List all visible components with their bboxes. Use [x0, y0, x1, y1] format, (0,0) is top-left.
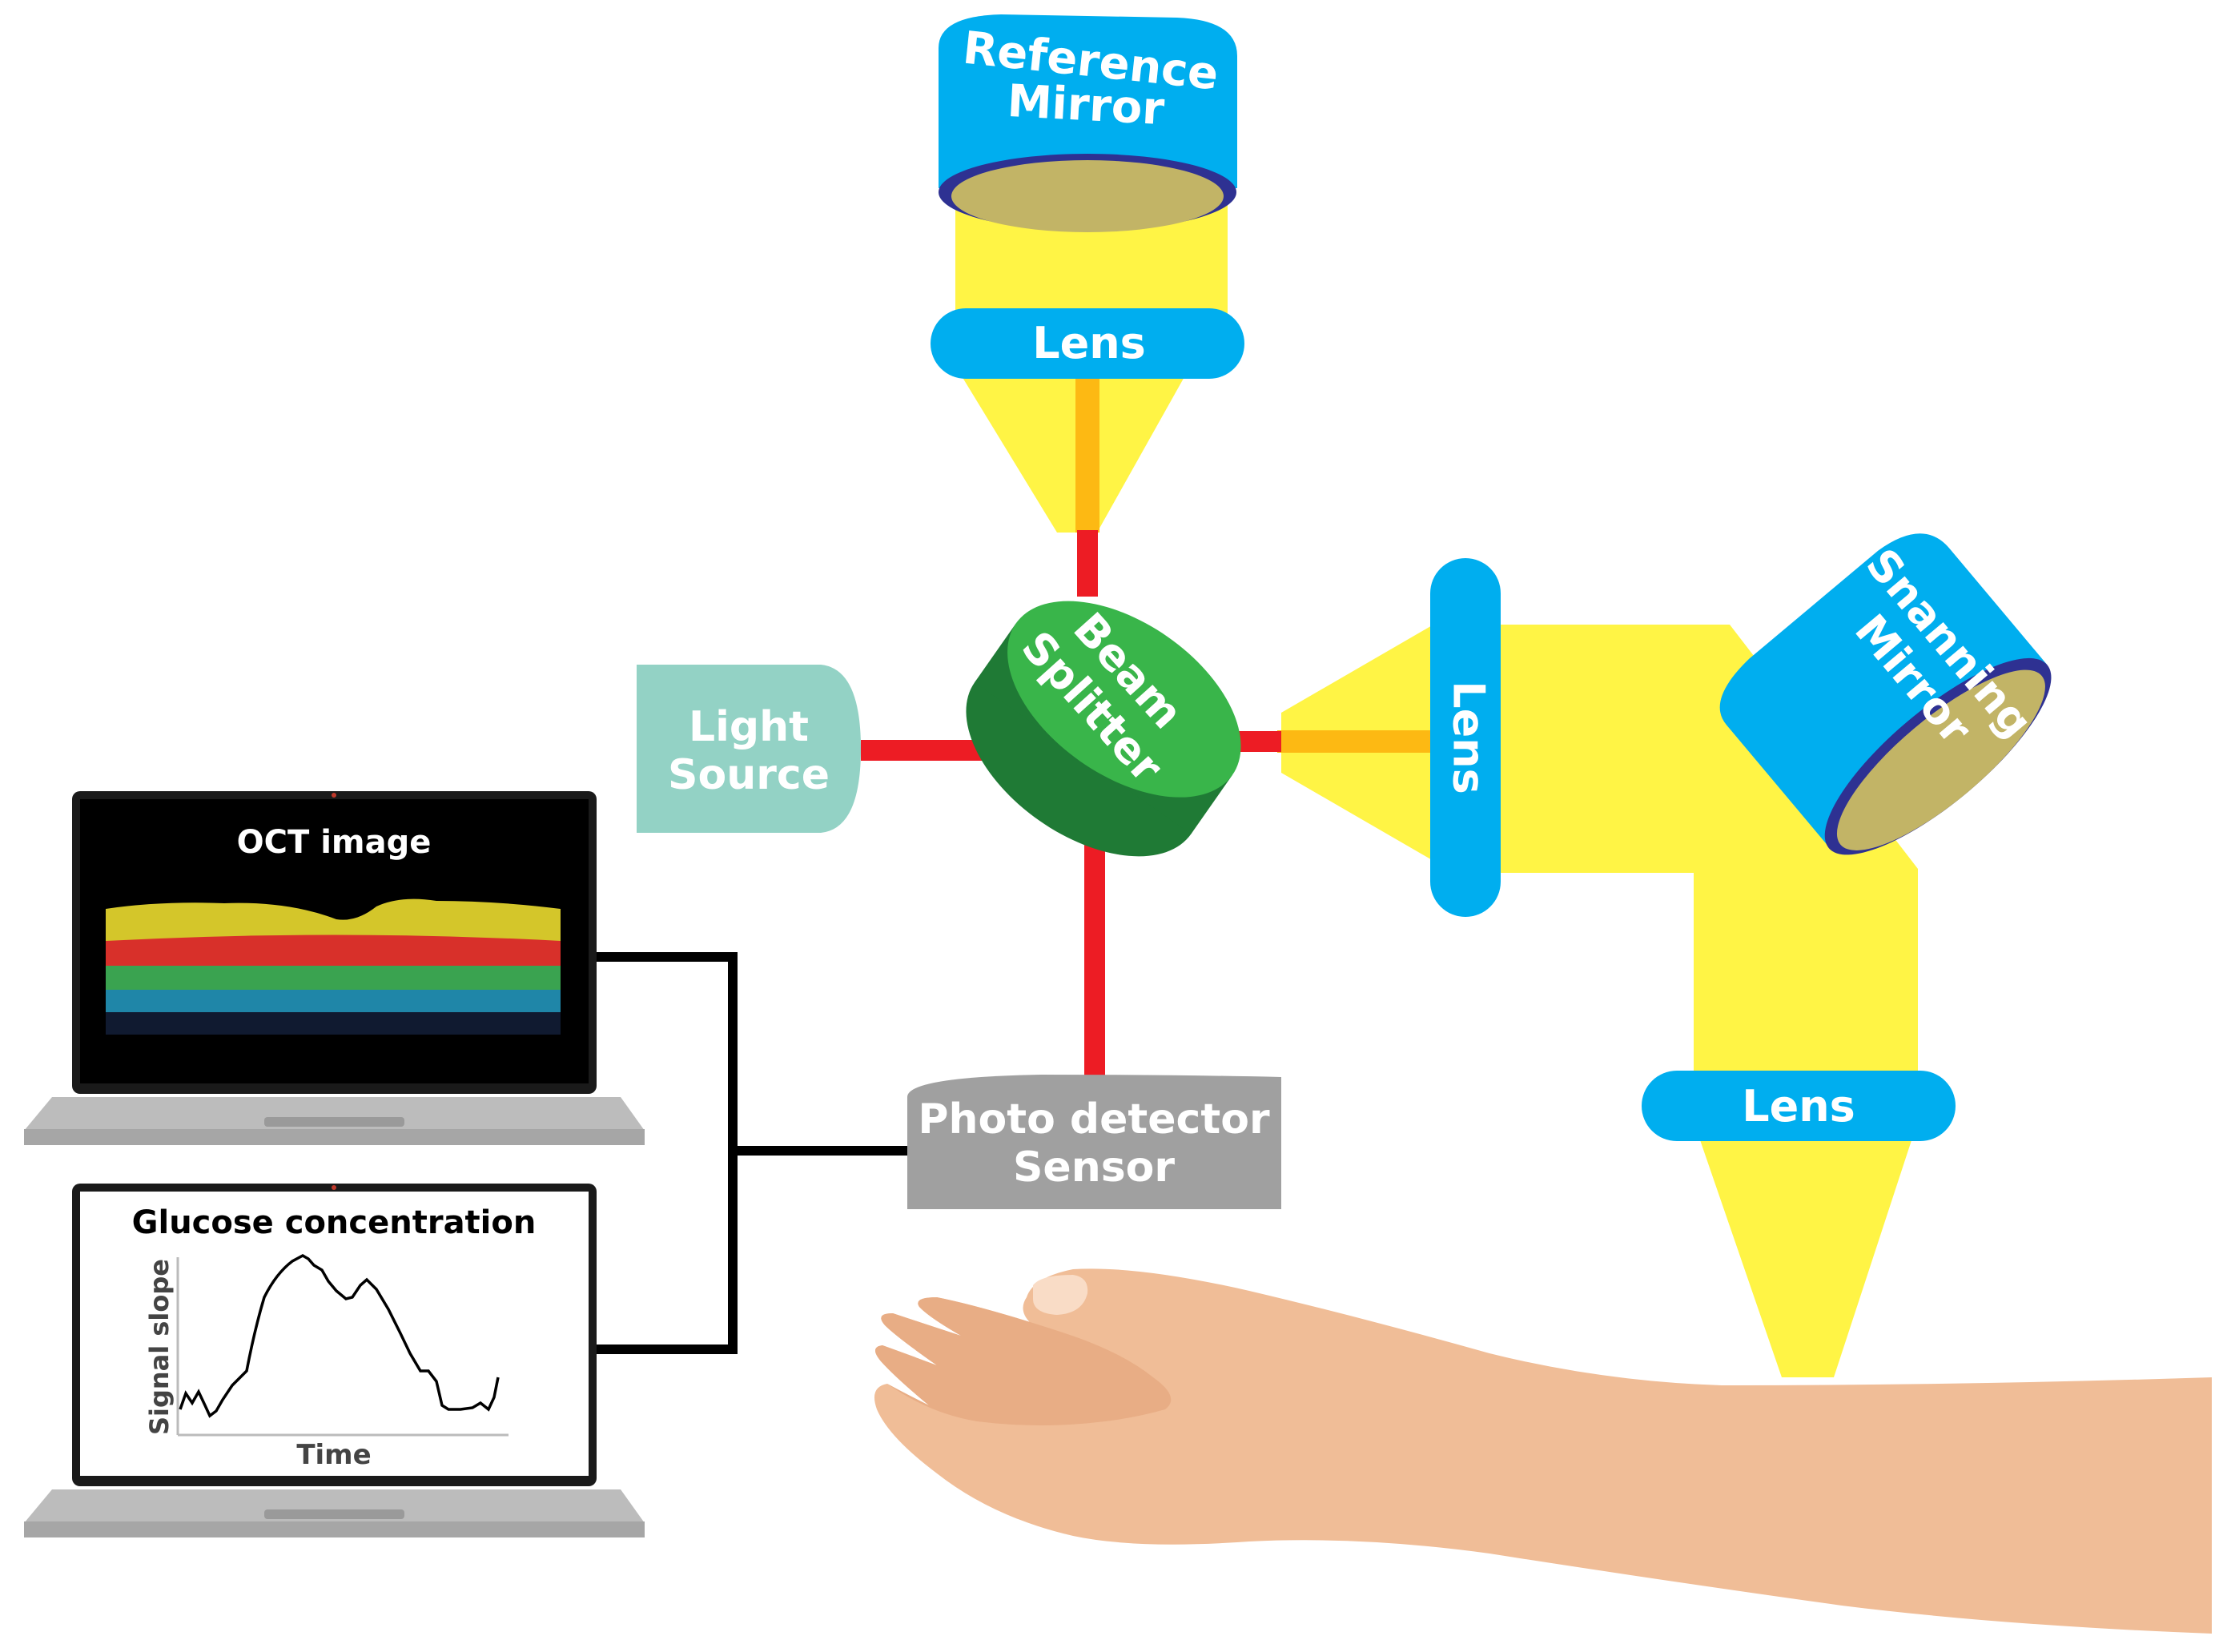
beam-top-orange-core	[1075, 372, 1099, 533]
beam-splitter	[966, 601, 1241, 857]
laptop-glucose: Glucose concentration Time Signal slope	[24, 1184, 645, 1537]
reference-mirror-label-line2: Mirror	[1006, 75, 1166, 135]
beam-bottom-cone	[1698, 1133, 1914, 1377]
oct-layer-4	[106, 990, 561, 1014]
hand-arm	[874, 1268, 2212, 1634]
arm-skin	[874, 1268, 2212, 1634]
palm-shade	[874, 1297, 1172, 1425]
thumb-nail	[1033, 1275, 1088, 1315]
lens-bottom-label: Lens	[1742, 1081, 1855, 1131]
oct-layer-2	[106, 935, 561, 967]
beam-top-cone	[957, 368, 1189, 533]
oct-layer-1	[106, 898, 561, 941]
lens-bottom: Lens	[1642, 1071, 1956, 1141]
laptop-oct: OCT image	[24, 791, 645, 1145]
laptop-glucose-title: Glucose concentration	[132, 1204, 537, 1241]
photo-detector-sensor: Photo detector Sensor	[907, 1075, 1281, 1209]
beam-right-orange-core	[1277, 730, 1437, 753]
lens-right-label: Lens	[1443, 681, 1493, 794]
light-source: Light Source	[637, 665, 861, 833]
oct-image-layers	[106, 898, 561, 1035]
glucose-signal-curve	[179, 1253, 500, 1418]
light-source-label-line2: Source	[668, 751, 830, 799]
photo-detector-label-line2: Sensor	[1013, 1144, 1175, 1192]
laptop-oct-title: OCT image	[237, 824, 432, 861]
laptop-glucose-camera	[332, 1185, 336, 1190]
lens-top: Lens	[931, 308, 1244, 379]
scanning-mirror	[1719, 533, 2052, 855]
laptop-glucose-screen	[80, 1192, 589, 1476]
glucose-xlabel: Time	[296, 1439, 371, 1471]
cable-top-laptop	[589, 952, 738, 1354]
oct-layer-5	[106, 1012, 561, 1035]
lens-right: Lens	[1430, 558, 1501, 917]
laptop-oct-camera	[332, 793, 336, 798]
lens-top-label: Lens	[1032, 318, 1146, 368]
cables	[589, 952, 907, 1354]
oct-layer-3	[106, 966, 561, 991]
photo-detector-label-line1: Photo detector	[918, 1095, 1270, 1144]
reference-mirror: Reference Mirror	[939, 14, 1237, 232]
light-source-label-line1: Light	[689, 703, 809, 751]
glucose-ylabel: Signal slope	[144, 1259, 175, 1435]
